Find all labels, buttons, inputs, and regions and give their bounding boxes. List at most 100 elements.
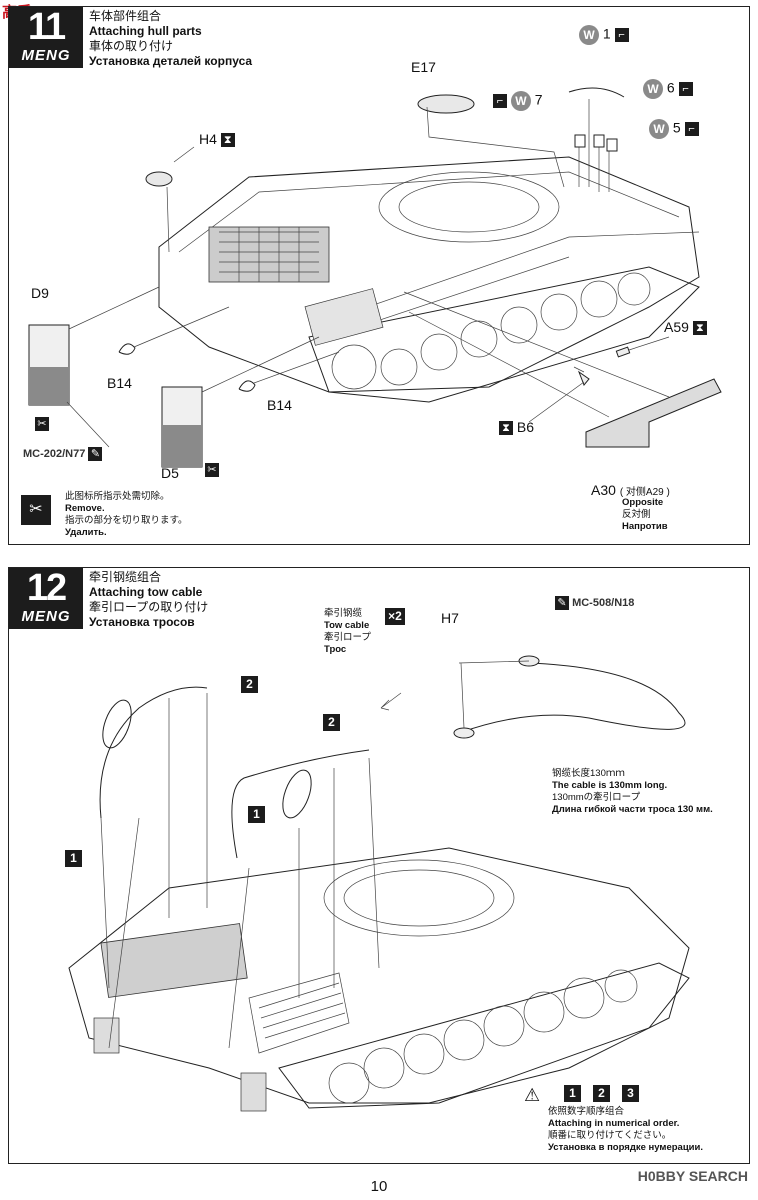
label-mc-508-text: MC-508/N18	[572, 596, 635, 609]
step-12-title-ru: Установка тросов	[89, 615, 195, 629]
legend-number: 2	[593, 1085, 610, 1102]
tow-cable-label: 牵引钢缆 Tow cable 牽引ロープ Трос	[324, 608, 404, 656]
hourglass-icon: ⧗	[499, 421, 513, 436]
part-e17-shape	[417, 94, 475, 114]
part-h4-shape	[145, 171, 173, 187]
label-b14b: B14	[267, 397, 292, 413]
part-a59-shape	[615, 346, 631, 358]
order-number-label: 2	[323, 714, 340, 731]
warning-icon: ⚠	[524, 1085, 541, 1105]
glue-brush-icon: ✎	[555, 596, 569, 610]
remove-note-en: Remove.	[65, 503, 105, 514]
label-w6-number: 6	[666, 79, 675, 96]
label-mc-202: MC-202/N77 ✎	[23, 447, 103, 461]
step-12-title: 牵引钢缆组合 Attaching tow cable 牽引ロープの取り付け Ус…	[89, 570, 208, 630]
tow-cable-jp: 牽引ロープ	[324, 632, 371, 643]
step-11-panel: 11 MENG 车体部件组合 Attaching hull parts 車体の取…	[8, 6, 750, 545]
w-runner-icon: W	[649, 119, 669, 139]
opposite-ru: Напротив	[622, 521, 668, 532]
tow-cable-en: Tow cable	[324, 620, 370, 631]
part-b14b-shape	[238, 380, 256, 392]
brand-logo: MENG	[21, 608, 71, 625]
label-w5-number: 5	[672, 119, 681, 136]
label-w1-number: 1	[602, 25, 611, 42]
cable-length-en: The cable is 130mm long.	[552, 780, 668, 791]
label-e17: E17	[411, 59, 436, 75]
part-b6-shape	[577, 370, 590, 386]
tow-cable-qty: ×2	[385, 608, 405, 625]
step-11-badge: 11 MENG	[9, 7, 83, 68]
step-12-title-en: Attaching tow cable	[89, 585, 203, 599]
label-a30-note: ( 对侧A29 )	[619, 487, 670, 498]
opposite-note: Opposite 反対側 Напротив	[622, 497, 668, 533]
label-w5: W 5 ⌐	[649, 119, 699, 139]
decal-side-icon: ⌐	[684, 122, 699, 136]
cut-tool-icon: ✂	[205, 463, 219, 477]
decal-side-icon: ⌐	[614, 28, 629, 42]
label-h4: H4 ⧗	[199, 131, 235, 148]
step-12-number: 12	[26, 567, 67, 609]
order-number-label: 1	[65, 850, 82, 867]
label-mc-202-text: MC-202/N77	[23, 447, 86, 460]
label-h7: H7	[441, 610, 459, 626]
cable-length-cn: 钢缆长度130ｍｍ	[552, 768, 625, 779]
standalone-cable-shape	[458, 662, 686, 734]
label-b6-text: B6	[516, 419, 535, 435]
label-a59-text: A59	[664, 319, 689, 335]
order-number-label: 1	[248, 806, 265, 823]
label-b6: ⧗ B6	[499, 419, 535, 436]
legend-number: 3	[622, 1085, 639, 1102]
label-w6: W 6 ⌐	[643, 79, 693, 99]
cut-tool-icon: ✂	[21, 495, 51, 525]
direction-arrow-icon	[380, 692, 402, 711]
tow-cable-ru: Трос	[324, 644, 347, 655]
hull-parts-diagram	[28, 87, 722, 468]
step-11-title-cn: 车体部件组合	[89, 9, 162, 23]
cut-tool-icon: ✂	[35, 417, 49, 431]
label-a30: A30 ( 对侧A29 )	[591, 482, 670, 498]
label-h4-text: H4	[199, 131, 217, 147]
w-runner-icon: W	[510, 91, 531, 111]
w-runner-icon: W	[643, 79, 663, 99]
label-d9: D9	[31, 285, 49, 301]
step-11-title-ru: Установка деталей корпуса	[89, 54, 253, 68]
w-runner-icon: W	[579, 25, 599, 45]
step-11-number: 11	[27, 6, 66, 48]
step-11-title-jp: 車体の取り付け	[89, 39, 174, 53]
remove-note-ru: Удалить.	[65, 527, 107, 538]
cable-length-note: 钢缆长度130ｍｍ The cable is 130mm long. 130mm…	[552, 768, 742, 816]
label-w7-number: 7	[534, 91, 543, 108]
decal-side-icon: ⌐	[493, 94, 507, 108]
label-mc-508: ✎ MC-508/N18	[555, 596, 634, 610]
label-w1: W 1 ⌐	[579, 25, 629, 45]
step-12-title-jp: 牽引ロープの取り付け	[89, 600, 209, 614]
tank-hull-drawing	[158, 156, 700, 403]
part-w1-shape	[568, 87, 625, 98]
label-d5: D5	[161, 465, 179, 481]
page-number: 10	[370, 1178, 388, 1195]
order-note-ru: Установка в порядке нумерации.	[548, 1142, 703, 1153]
opposite-en: Opposite	[622, 497, 664, 508]
step-12-panel: 12 MENG 牵引钢缆组合 Attaching tow cable 牽引ロープ…	[8, 567, 750, 1164]
tow-cable-cn: 牵引钢缆	[324, 608, 363, 619]
part-b14a-shape	[118, 343, 136, 355]
tow-cable-2-shape	[231, 749, 370, 859]
order-note-jp: 順番に取り付けてください。	[548, 1130, 672, 1141]
step-11-title-en: Attaching hull parts	[89, 24, 202, 38]
decal-side-icon: ⌐	[678, 82, 693, 96]
glue-brush-icon: ✎	[88, 447, 103, 461]
tank-hull-drawing-2	[68, 847, 690, 1112]
site-watermark-bottom: H0BBY SEARCH	[637, 1168, 748, 1184]
remove-note-jp: 指示の部分を切り取ります。	[65, 515, 188, 526]
label-b14a: B14	[107, 375, 132, 391]
label-a30-text: A30	[591, 482, 616, 498]
brand-logo: MENG	[21, 47, 71, 64]
order-number-label: 2	[241, 676, 258, 693]
order-note-cn: 依照数字顺序组合	[548, 1106, 625, 1117]
step-11-title: 车体部件组合 Attaching hull parts 車体の取り付け Уста…	[89, 9, 252, 69]
remove-note-cn: 此图标所指示处需切除。	[65, 491, 170, 502]
label-a59: A59 ⧗	[664, 319, 707, 336]
tow-cable-1-shape	[99, 686, 208, 819]
opposite-jp: 反対側	[622, 509, 651, 520]
step-12-badge: 12 MENG	[9, 568, 83, 629]
